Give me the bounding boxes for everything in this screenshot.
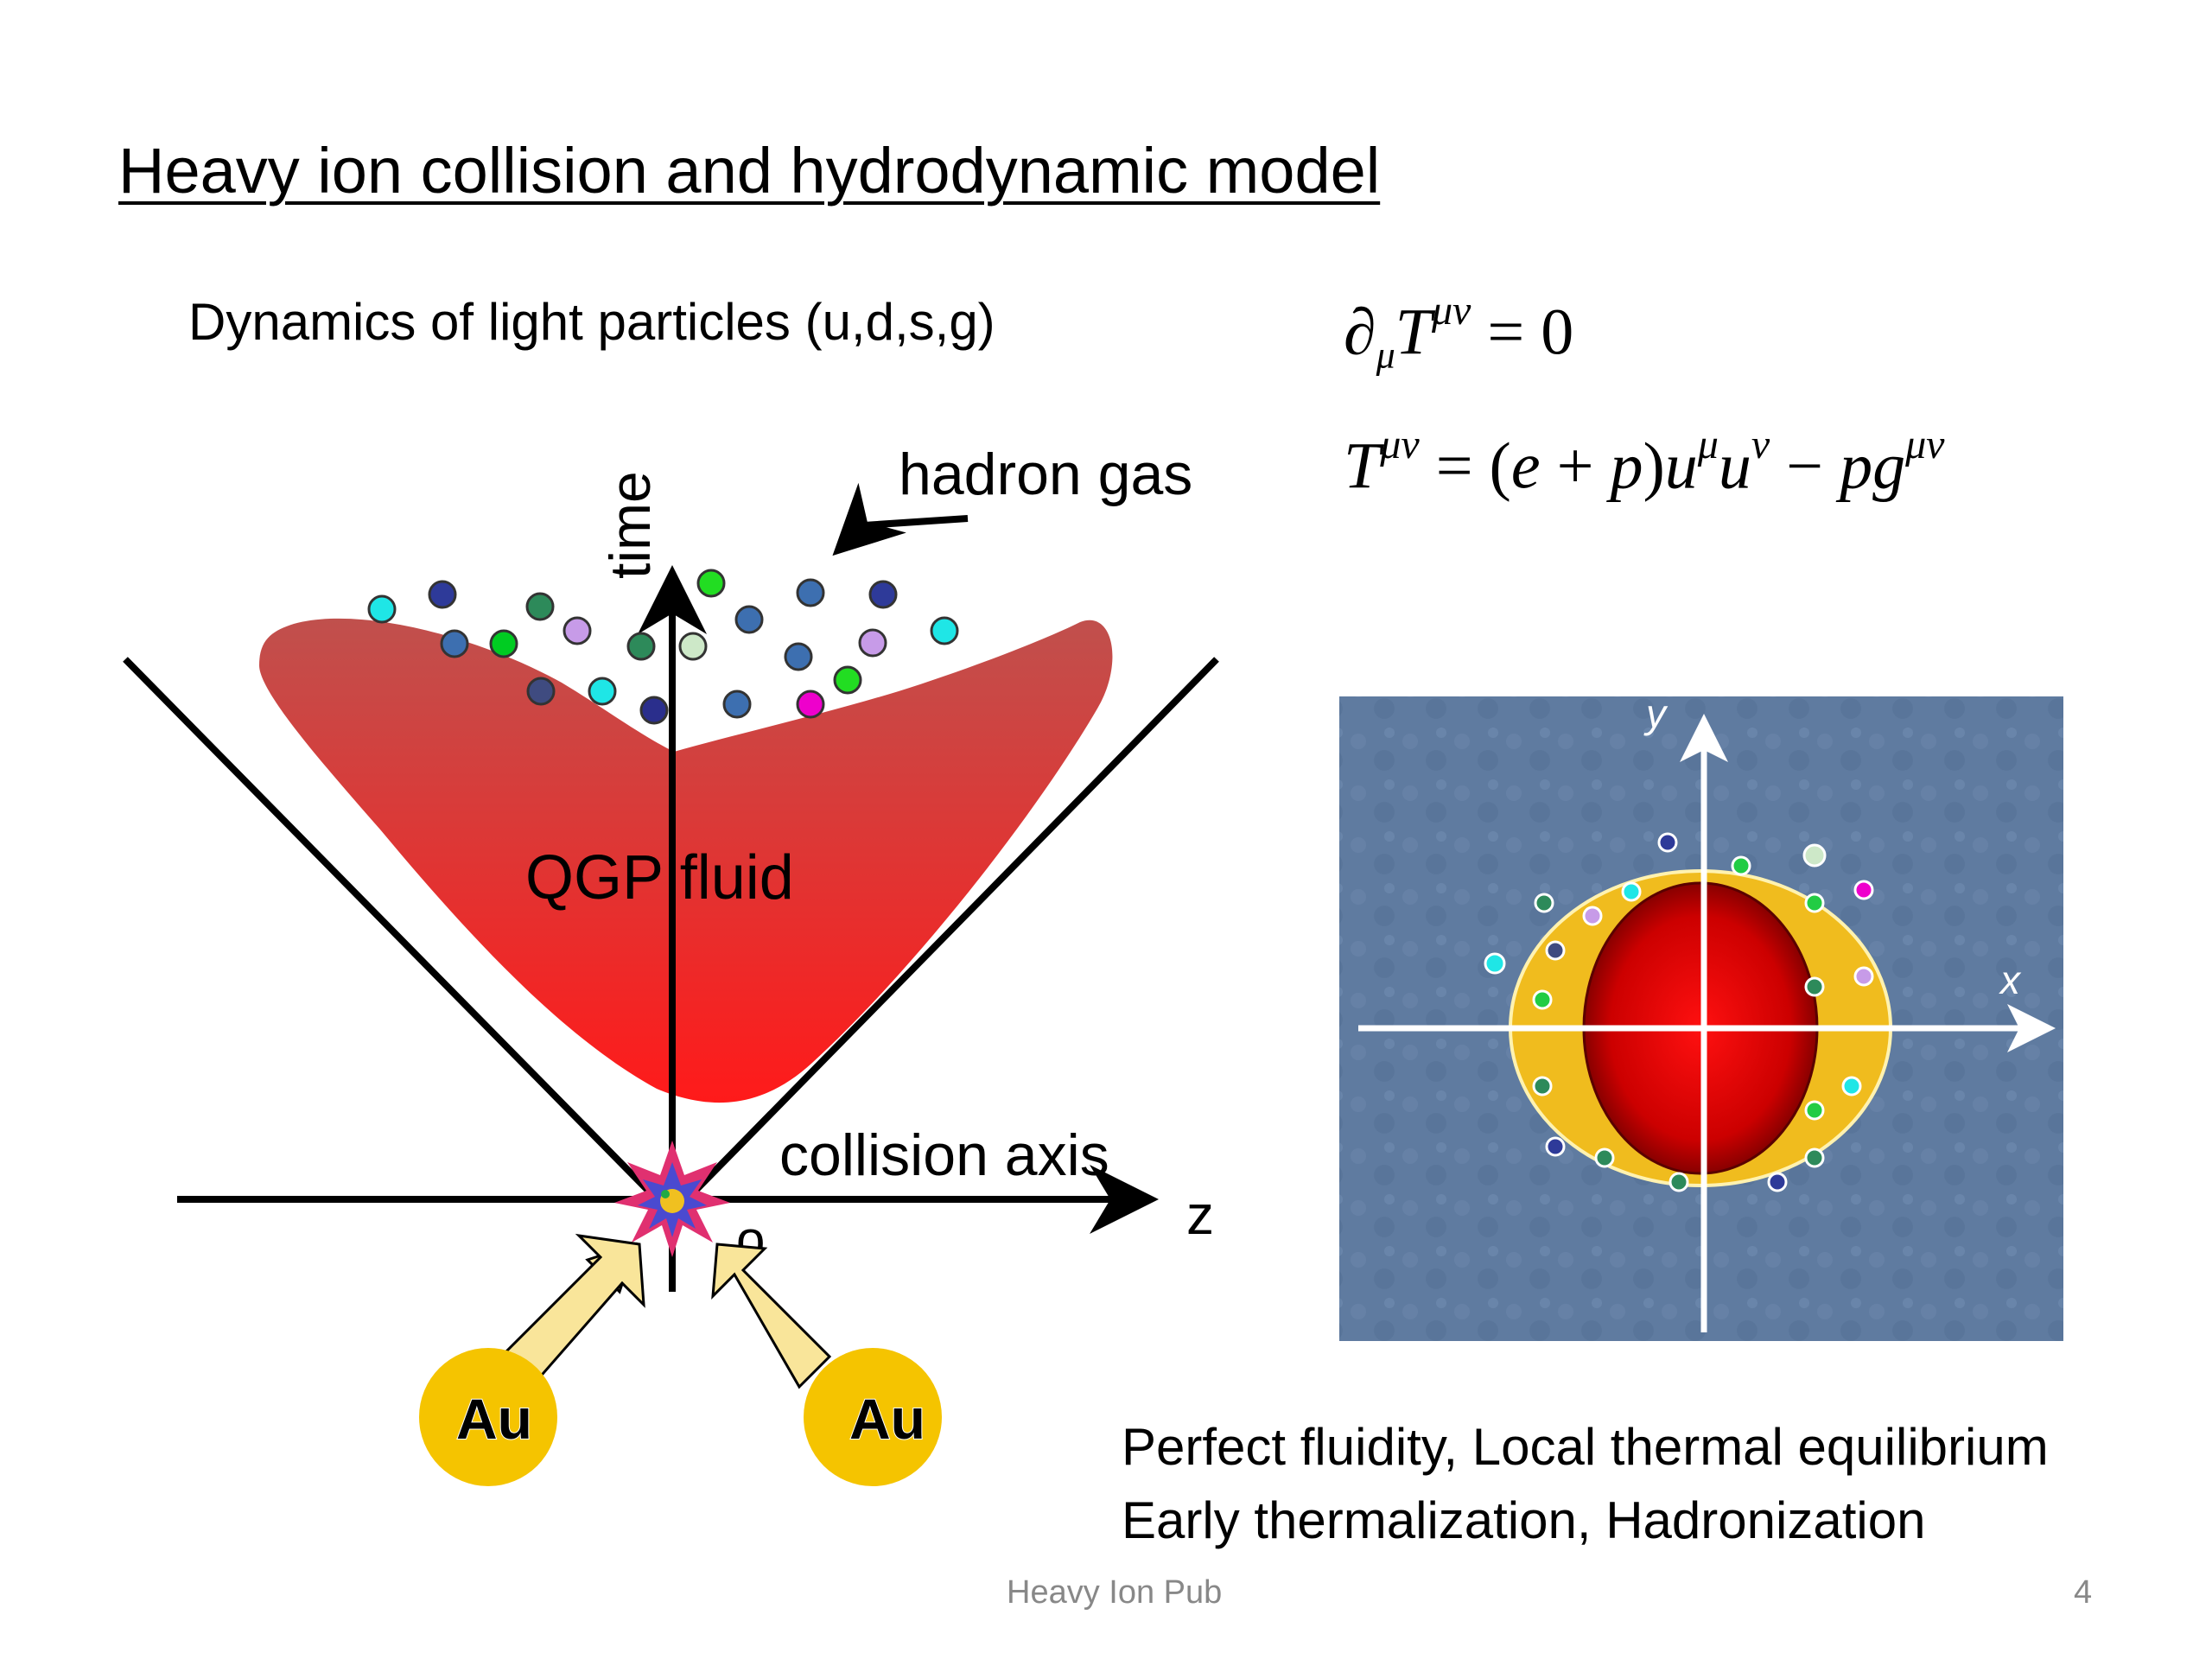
hadron-particle (835, 667, 861, 693)
au-label-left: Au (456, 1387, 532, 1451)
hadron-particle (860, 630, 886, 656)
bottom-line-1: Perfect fluidity, Local thermal equilibr… (1122, 1417, 2049, 1477)
transverse-particle (1806, 978, 1823, 995)
hadron-particle (798, 580, 823, 606)
transverse-particle (1855, 881, 1872, 899)
transverse-particle (1547, 942, 1564, 959)
transverse-particle (1659, 834, 1676, 851)
hadron-particle (785, 644, 811, 670)
transverse-particle (1596, 1149, 1613, 1166)
hadron-gas-label: hadron gas (899, 442, 1192, 507)
collision-burst-icon (614, 1141, 730, 1257)
transverse-particle (1806, 1102, 1823, 1119)
hadron-particle (491, 631, 517, 657)
transverse-particle (1732, 857, 1750, 874)
hadron-particle (369, 596, 395, 622)
footer-title: Heavy Ion Pub (1007, 1574, 1222, 1611)
transverse-particle (1769, 1173, 1786, 1191)
bottom-line-2: Early thermalization, Hadronization (1122, 1491, 1925, 1550)
hadron-particle (736, 607, 762, 632)
transverse-particle (1485, 954, 1504, 973)
transverse-particle (1534, 1077, 1551, 1095)
hadron-particle (442, 631, 467, 657)
y-axis-label: y (1643, 691, 1669, 736)
transverse-particle (1623, 883, 1640, 900)
transverse-particle (1843, 1077, 1860, 1095)
hadron-particle (870, 582, 896, 607)
hadron-particle (589, 678, 615, 704)
hadron-particle (931, 618, 957, 644)
hadron-particle (564, 618, 590, 644)
hadron-particle (527, 594, 553, 620)
x-axis-label: x (1999, 957, 2022, 1002)
hadron-particle (528, 678, 554, 704)
transverse-particle (1670, 1173, 1688, 1191)
hadron-particle (628, 633, 654, 659)
hadron-particle (429, 582, 455, 607)
hadron-particle (724, 691, 750, 717)
hadron-particle (698, 570, 724, 596)
transverse-particle (1804, 845, 1825, 866)
transverse-particle (1855, 968, 1872, 985)
transverse-particle (1547, 1138, 1564, 1155)
transverse-particle (1534, 991, 1551, 1008)
hadron-particle (641, 697, 667, 723)
transverse-particle (1584, 907, 1601, 925)
hadron-gas-arrow (864, 518, 968, 525)
transverse-plane-panel: x y (1339, 691, 2063, 1341)
qgp-label: QGP fluid (525, 843, 794, 912)
hadron-particle (680, 633, 706, 659)
transverse-particle (1806, 894, 1823, 912)
transverse-particle (1535, 894, 1553, 912)
au-label-right: Au (849, 1387, 925, 1451)
time-label: time (598, 471, 662, 579)
z-axis-label: z (1186, 1184, 1214, 1246)
page-number: 4 (2074, 1574, 2092, 1611)
transverse-particle (1806, 1149, 1823, 1166)
hadron-particle (798, 691, 823, 717)
incoming-arrow-right-shape (713, 1244, 830, 1387)
collision-axis-label: collision axis (779, 1122, 1109, 1188)
